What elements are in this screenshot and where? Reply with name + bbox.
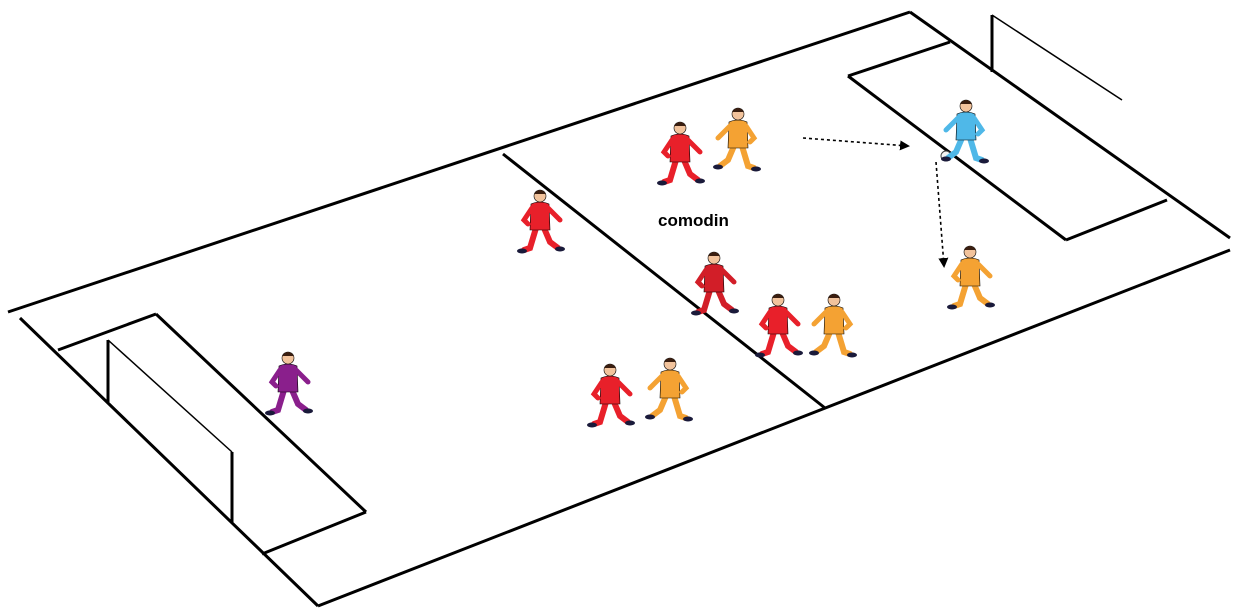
left-endline [18, 316, 320, 608]
joker-player [691, 251, 739, 316]
red-player [517, 189, 565, 254]
right-goalkeeper [941, 99, 989, 164]
orange-player [645, 357, 693, 422]
pass-arrows [802, 137, 949, 268]
red-player [755, 293, 803, 358]
right-penalty-area [847, 40, 1168, 242]
field-lines [7, 10, 1231, 608]
right-goal [990, 14, 1123, 101]
players [265, 99, 995, 428]
orange-player [713, 107, 761, 172]
top-touchline [7, 10, 911, 314]
left-penalty-area [57, 312, 368, 556]
halfway-line [502, 152, 826, 410]
orange-player [947, 245, 995, 310]
comodin-label: comodin [658, 211, 729, 230]
red-player [587, 363, 635, 428]
right-endline [909, 10, 1231, 240]
red-player [657, 121, 705, 186]
pass-arrow-from-keeper [935, 161, 949, 268]
orange-player [809, 293, 857, 358]
pass-arrow-to-keeper [802, 137, 910, 151]
left-goal [106, 339, 234, 523]
bottom-touchline [317, 248, 1231, 608]
left-goalkeeper [265, 351, 313, 416]
